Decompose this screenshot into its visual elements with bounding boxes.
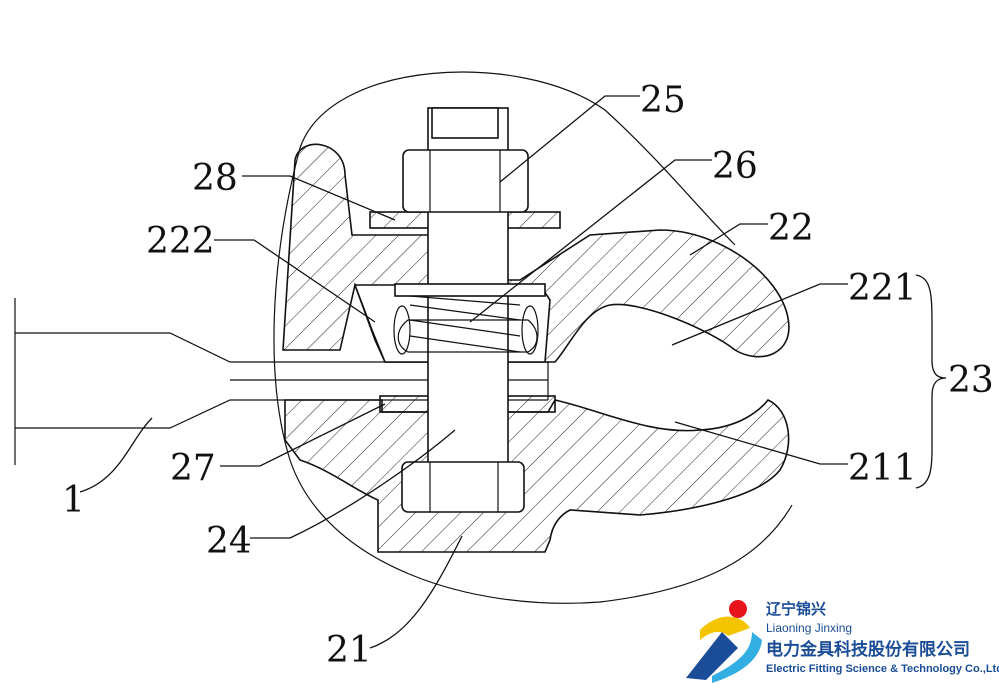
leader-25 (499, 95, 640, 183)
company-logo: 辽宁锦兴 Liaoning Jinxing 电力金具科技股份有限公司 Elect… (686, 600, 999, 683)
runner-logo-icon (686, 600, 762, 683)
label-26: 26 (712, 146, 758, 187)
bolt-head-24 (401, 461, 525, 513)
brace-23 (915, 274, 947, 489)
leader-1 (79, 417, 153, 493)
leader-22 (689, 223, 768, 256)
label-23: 23 (948, 360, 994, 401)
label-27: 27 (170, 448, 216, 489)
leader-27 (220, 403, 386, 467)
label-1: 1 (62, 480, 85, 521)
leader-221 (671, 283, 848, 346)
leader-222 (214, 239, 376, 323)
label-24: 24 (206, 521, 252, 562)
logo-name-short: 辽宁锦兴 (766, 600, 826, 618)
outer-envelope-outline (273, 71, 793, 604)
label-221: 221 (848, 268, 917, 309)
leader-lines (79, 95, 947, 649)
label-28: 28 (192, 158, 238, 199)
leader-26 (469, 159, 712, 323)
leader-28 (242, 175, 396, 221)
leader-21 (369, 535, 463, 649)
leader-24 (250, 429, 456, 539)
leader-211 (674, 421, 848, 465)
nut-25 (402, 149, 529, 213)
label-222: 222 (146, 221, 215, 262)
logo-pinyin: Liaoning Jinxing (766, 621, 852, 635)
label-25: 25 (640, 80, 686, 121)
logo-name-full: 电力金具科技股份有限公司 (766, 639, 970, 660)
label-21: 21 (326, 630, 372, 671)
bolt-tip (431, 107, 499, 139)
logo-english-name: Electric Fitting Science & Technology Co… (766, 663, 999, 675)
lower-jaw-21 (284, 399, 790, 553)
label-22: 22 (768, 208, 814, 249)
label-211: 211 (848, 448, 917, 489)
